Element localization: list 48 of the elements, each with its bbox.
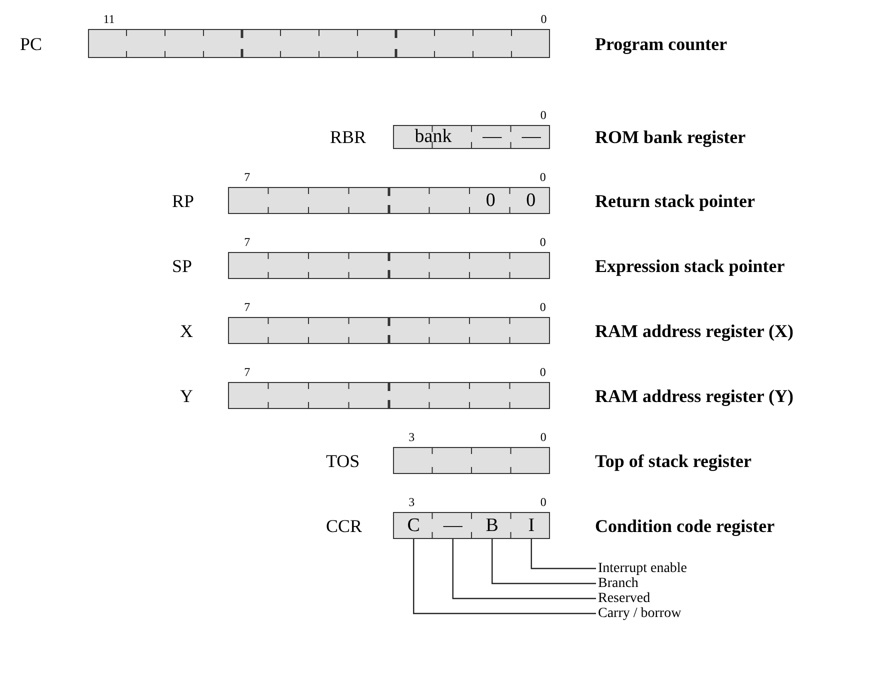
leader-line [530,539,596,570]
bit-number: 7 [244,366,250,379]
bit-field-value: 0 [474,190,507,212]
field-label: Interrupt enable [598,561,688,576]
bit-number: 3 [408,496,415,509]
bit-field-value: — [516,126,547,148]
bit-number: 7 [244,236,250,249]
bit-number: 0 [540,496,546,509]
bit-number: 11 [103,13,115,26]
bit-field-value: B [476,514,508,536]
register-name: CCR [326,516,362,536]
field-label: Carry / borrow [598,606,682,621]
bit-number: 0 [540,171,546,184]
register-description: RAM address register (X) [595,321,794,341]
bit-number: 0 [540,13,547,26]
bit-field-value: 0 [514,190,547,212]
bit-number: 0 [540,236,546,249]
register-name: Y [180,386,193,406]
register-name: SP [172,256,192,276]
bit-number: 0 [540,301,546,314]
leader-line [413,539,596,614]
register-name: RP [172,190,194,210]
field-label: Branch [598,576,638,591]
register-name: PC [20,34,42,54]
register-description: Condition code register [595,516,775,536]
bit-number: 0 [540,109,546,122]
bit-number: 0 [540,431,546,444]
leader-line [492,539,596,584]
bit-number: 0 [540,366,546,379]
register-description: Top of stack register [595,451,752,471]
leader-line [452,539,596,600]
bit-number: 7 [244,301,250,314]
bit-field-value: bank [398,126,468,148]
register-description: Return stack pointer [595,191,755,211]
register-name: X [180,320,193,340]
bit-field-value: — [437,514,468,536]
register-description: Program counter [595,34,728,54]
register-description: RAM address register (Y) [595,386,794,406]
bit-field-value: C [398,514,430,536]
register-name: RBR [330,127,366,147]
bit-number: 3 [408,431,415,444]
register-name: TOS [326,450,360,470]
register-description: Expression stack pointer [595,256,785,276]
bit-field-value: — [476,126,508,148]
bit-field-value: I [516,514,547,536]
register-description: ROM bank register [595,127,746,147]
bit-number: 7 [244,171,250,184]
field-label: Reserved [598,591,650,606]
